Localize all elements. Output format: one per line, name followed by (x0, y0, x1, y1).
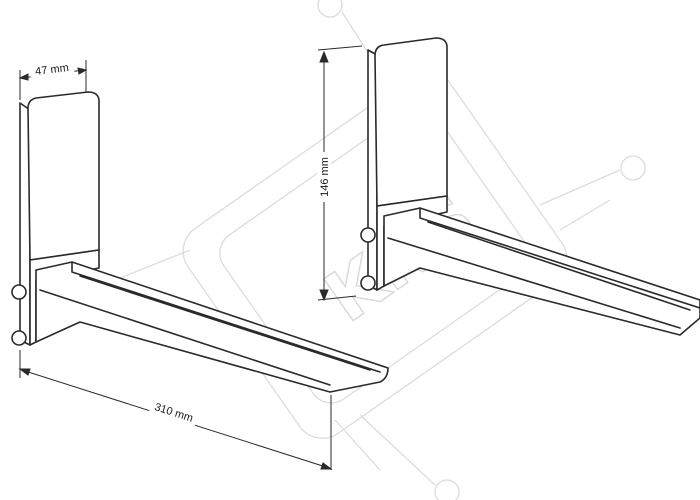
left-bracket (11, 91, 389, 393)
right-bracket (360, 37, 700, 336)
watermark-line-2 (539, 169, 621, 206)
width-label: 47 mm (35, 62, 70, 78)
left-plate-face (27, 91, 100, 261)
watermark-line-4 (359, 414, 436, 486)
watermark-dot-right (620, 155, 646, 181)
width-label-bg (29, 60, 75, 79)
watermark-dot-bottom (434, 479, 460, 500)
height-arrow-bottom (319, 289, 329, 302)
left-bolt-top (11, 284, 27, 300)
left-arm-rail-inner (79, 275, 371, 371)
height-label: 146 mm (319, 157, 331, 197)
right-arm-underside (387, 237, 681, 329)
left-bolt-bottom (11, 330, 27, 346)
height-arrow-top (319, 50, 329, 63)
left-arm-rail (71, 261, 381, 373)
right-bolt-top (360, 227, 376, 243)
length-arrow-left (18, 368, 31, 376)
height-ext-top (317, 45, 363, 51)
height-label-bg (317, 152, 331, 202)
length-label-bg (149, 398, 199, 426)
width-arrow-right (77, 67, 88, 75)
watermark-dot-top (317, 0, 343, 18)
length-arrow-right (320, 462, 333, 470)
left-arm-underside (39, 289, 331, 386)
right-arm (383, 207, 700, 336)
width-arrow-left (18, 73, 29, 81)
watermark-line-5 (334, 419, 381, 471)
right-arm-rail-inner (427, 221, 691, 311)
right-bolt-bottom (360, 275, 376, 291)
left-arm (35, 261, 389, 393)
right-plate-face (374, 37, 448, 207)
right-arm-rail (419, 207, 700, 309)
watermark-line-6 (559, 199, 611, 231)
